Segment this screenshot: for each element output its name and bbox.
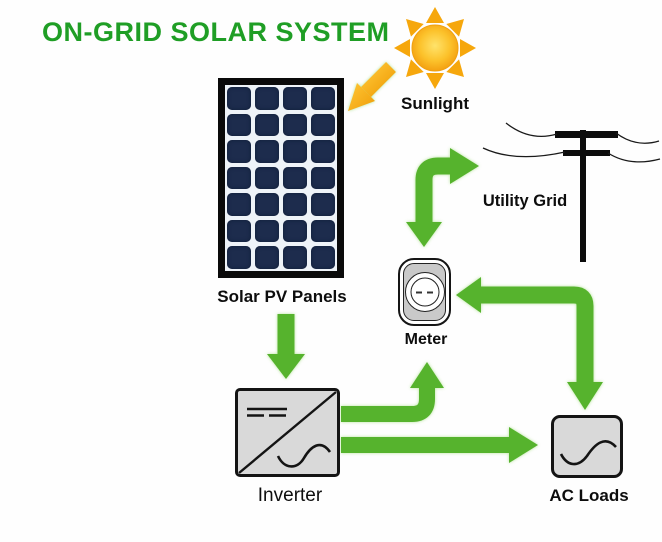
inverter-icon (235, 388, 340, 477)
grid-to-meter-loads-arrow-icon (456, 277, 603, 410)
solar-cell (255, 113, 279, 137)
solar-cell (311, 113, 335, 137)
inverter-label: Inverter (257, 485, 323, 506)
inverter-to-loads-arrow-icon (341, 427, 538, 463)
solar-cell (227, 193, 251, 216)
utility-grid-label: Utility Grid (482, 192, 568, 210)
solar-cell (255, 219, 279, 243)
meter-dial-ring (404, 272, 445, 312)
solar-cell (227, 113, 251, 137)
solar-cell (311, 219, 335, 243)
solar-cell (227, 87, 251, 110)
solar-panel-cells (225, 85, 337, 271)
solar-panels-label: Solar PV Panels (217, 287, 347, 306)
solar-cell (311, 140, 335, 163)
solar-cell (283, 219, 307, 243)
solar-cell (255, 140, 279, 163)
meter-icon (398, 258, 451, 326)
page-title: ON-GRID SOLAR SYSTEM (42, 17, 390, 47)
meter-dial-dashes (416, 291, 433, 293)
ac-loads-label: AC Loads (549, 486, 629, 505)
solar-cell (311, 246, 335, 269)
solar-cell (283, 113, 307, 137)
solar-cell (311, 166, 335, 190)
solar-cell (255, 166, 279, 190)
solar-cell (255, 193, 279, 216)
solar-cell (283, 140, 307, 163)
solar-cell (311, 193, 335, 216)
meter-grid-exchange-arrow-icon (406, 148, 479, 247)
solar-cell (283, 166, 307, 190)
solar-cell (227, 166, 251, 190)
inverter-symbol (238, 391, 337, 474)
sun-icon (394, 7, 476, 89)
meter-dial (410, 277, 439, 307)
utility-pole-icon (482, 122, 661, 262)
solar-cell (311, 87, 335, 110)
inverter-to-meter-arrow-icon (341, 362, 444, 422)
ac-wave-symbol (559, 440, 617, 466)
panel-to-inverter-arrow-icon (267, 314, 305, 379)
solar-cell (255, 246, 279, 269)
solar-cell (227, 219, 251, 243)
solar-cell (283, 87, 307, 110)
sunlight-label: Sunlight (401, 94, 469, 113)
solar-cell (227, 140, 251, 163)
solar-cell (283, 193, 307, 216)
meter-label: Meter (404, 331, 448, 348)
solar-panel-icon (218, 78, 344, 278)
solar-cell (283, 246, 307, 269)
ac-loads-icon (551, 415, 623, 478)
solar-cell (227, 246, 251, 269)
solar-cell (255, 87, 279, 110)
